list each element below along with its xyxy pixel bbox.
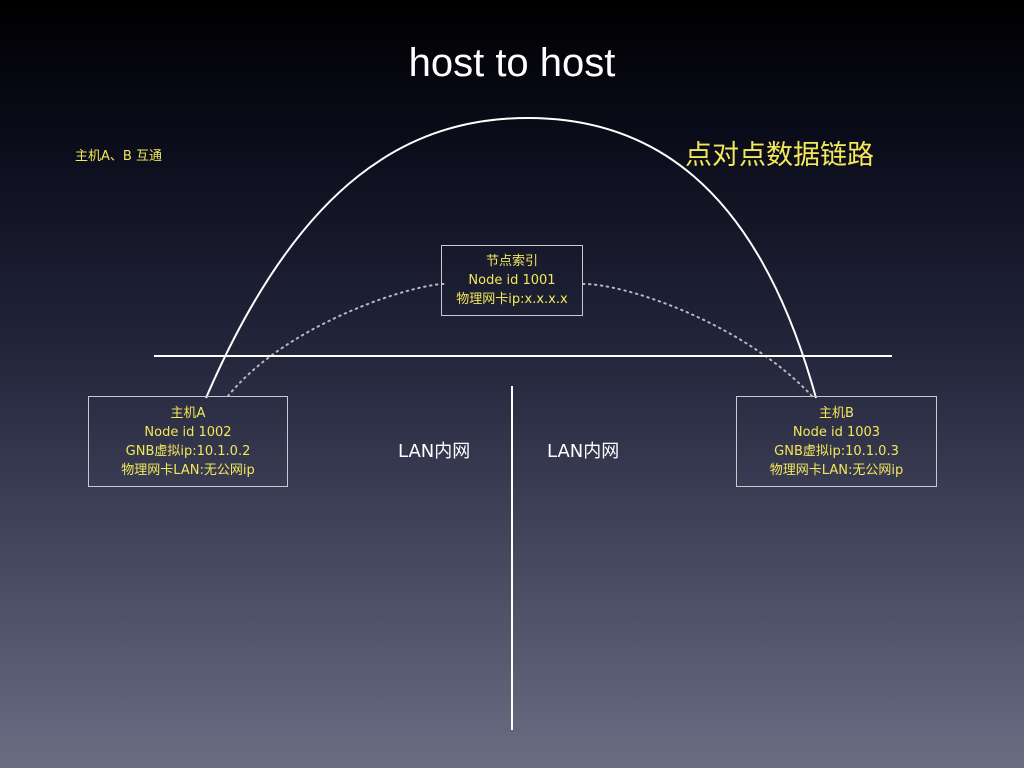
index-node-id: Node id 1001 <box>468 273 556 288</box>
host-a-title: 主机A <box>170 405 206 421</box>
slide-title: host to host <box>408 41 616 85</box>
p2p-link-arc <box>205 116 817 399</box>
host-b-title: 主机B <box>819 405 854 421</box>
host-b-node-id: Node id 1003 <box>792 424 881 440</box>
host-a-node-id: Node id 1002 <box>144 424 232 440</box>
lan-label-left: LAN内网 <box>398 441 471 462</box>
index-node-ip: 物理网卡ip:x.x.x.x <box>456 292 568 307</box>
lan-label-right: LAN内网 <box>547 441 620 462</box>
host-a-lan-info: 物理网卡LAN:无公网ip <box>121 462 255 478</box>
connectivity-note: 主机A、B 互通 <box>75 149 162 164</box>
relay-link-arc <box>227 282 813 397</box>
host-a-box: 主机A Node id 1002 GNB虚拟ip:10.1.0.2 物理网卡LA… <box>88 396 288 487</box>
index-node-box: 节点索引 Node id 1001 物理网卡ip:x.x.x.x <box>441 245 583 316</box>
host-b-virtual-ip: GNB虚拟ip:10.1.0.3 <box>774 443 899 459</box>
host-b-box: 主机B Node id 1003 GNB虚拟ip:10.1.0.3 物理网卡LA… <box>736 396 937 487</box>
index-node-title: 节点索引 <box>485 254 538 269</box>
host-a-virtual-ip: GNB虚拟ip:10.1.0.2 <box>125 443 251 459</box>
host-b-lan-info: 物理网卡LAN:无公网ip <box>769 462 904 478</box>
p2p-link-label: 点对点数据链路 <box>685 140 874 171</box>
